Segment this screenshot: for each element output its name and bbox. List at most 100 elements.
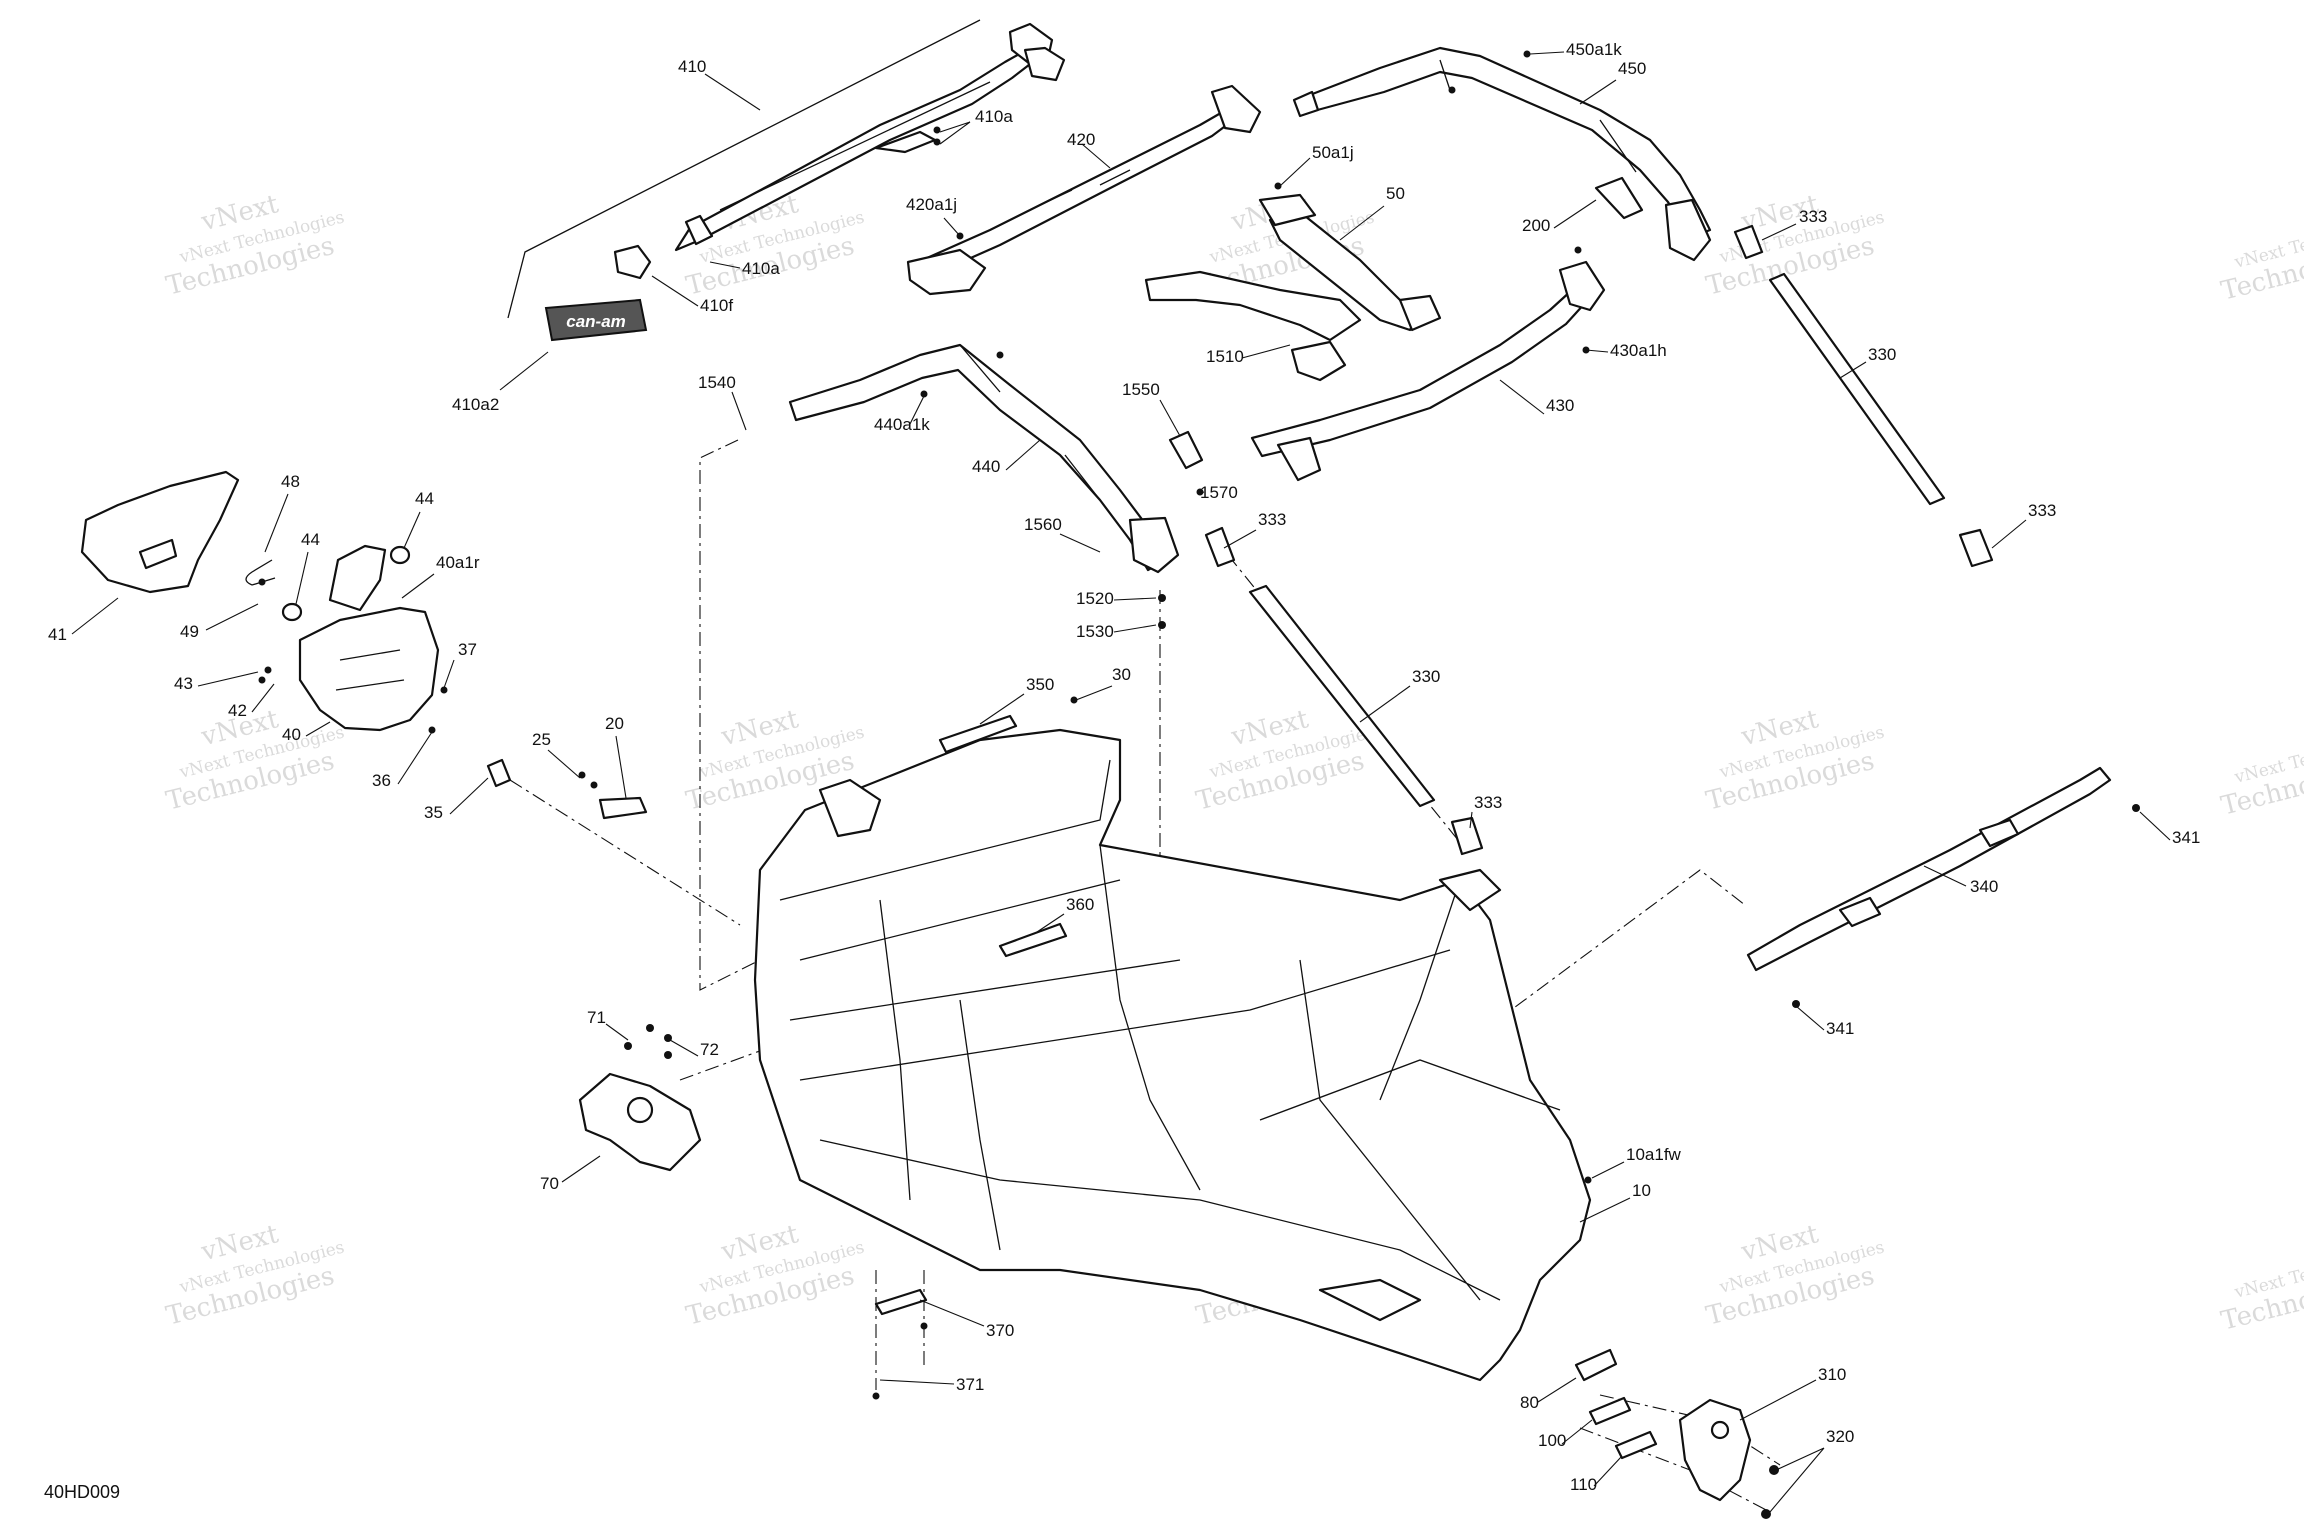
callout-72: 72 <box>700 1040 719 1059</box>
callout-341: 341 <box>1826 1019 1854 1038</box>
part-41-skid-plate <box>80 470 240 594</box>
callout-450a1k: 450a1k <box>1566 40 1622 59</box>
callout-320: 320 <box>1826 1427 1854 1446</box>
callout-1520: 1520 <box>1076 589 1114 608</box>
callout-410a: 410a <box>975 107 1013 126</box>
callout-430a1h: 430a1h <box>1610 341 1667 360</box>
fasteners <box>258 50 2140 1519</box>
callout-44: 44 <box>415 489 434 508</box>
callout-350: 350 <box>1026 675 1054 694</box>
callout-50: 50 <box>1386 184 1405 203</box>
axis-70 <box>679 1039 791 1081</box>
callout-110: 110 <box>1570 1475 1597 1494</box>
axis-1540 <box>699 439 761 991</box>
watermark: vNext Technologies Technologies <box>2218 1243 2304 1337</box>
callout-25: 25 <box>532 730 551 749</box>
callout-42: 42 <box>228 701 247 720</box>
callout-410a2: 410a2 <box>452 395 499 414</box>
callout-370: 370 <box>986 1321 1014 1340</box>
callout-330: 330 <box>1868 345 1896 364</box>
watermark: vNext Technologies Technologies <box>2218 213 2304 307</box>
callout-1550: 1550 <box>1122 380 1160 399</box>
watermark: vNext vNext Technologies Technologies <box>163 1219 346 1332</box>
callout-20: 20 <box>605 714 624 733</box>
callout-40a1r: 40a1r <box>436 553 480 572</box>
callout-440: 440 <box>972 457 1000 476</box>
part-70-rear-bracket <box>578 1072 702 1172</box>
part-360-strap <box>998 922 1068 958</box>
callout-50a1j: 50a1j <box>1312 143 1354 162</box>
callout-330: 330 <box>1412 667 1440 686</box>
callout-35: 35 <box>424 803 443 822</box>
leader-lines <box>71 51 2171 1513</box>
callout-410: 410 <box>678 57 706 76</box>
callout-48: 48 <box>281 472 300 491</box>
callout-100: 100 <box>1538 1431 1566 1450</box>
callout-1510: 1510 <box>1206 347 1244 366</box>
callout-371: 371 <box>956 1375 984 1394</box>
callout-333: 333 <box>1258 510 1286 529</box>
callout-450: 450 <box>1618 59 1646 78</box>
watermark: vNext vNext Technologies Technologies <box>163 189 346 302</box>
part-1550-pad <box>1168 430 1204 470</box>
part-440-front-roll-bar <box>788 343 1180 574</box>
part-420-cross-bar <box>906 84 1262 296</box>
callout-37: 37 <box>458 640 477 659</box>
callout-49: 49 <box>180 622 199 641</box>
callout-410a: 410a <box>742 259 780 278</box>
part-100-plate <box>1588 1396 1632 1426</box>
part-40-mount-bracket <box>298 544 440 732</box>
callout-1530: 1530 <box>1076 622 1114 641</box>
part-430-rear-cross-bar <box>1250 260 1606 482</box>
part-10-main-frame <box>753 728 1592 1382</box>
part-310-bracket <box>1678 1398 1752 1502</box>
watermark: vNext vNext Technologies Technologies <box>1703 189 1886 302</box>
part-200-pad <box>1594 176 1644 220</box>
callout-71: 71 <box>587 1008 606 1027</box>
part-50-seat-support <box>1144 193 1442 382</box>
part-333-clamp <box>1204 224 1764 856</box>
callout-333: 333 <box>2028 501 2056 520</box>
callout-333: 333 <box>1799 207 1827 226</box>
part-35-block <box>486 758 512 788</box>
part-350-strap <box>938 714 1018 754</box>
watermark: vNext vNext Technologies Technologies <box>1703 704 1886 817</box>
callout-341: 341 <box>2172 828 2200 847</box>
callout-36: 36 <box>372 771 391 790</box>
callout-310: 310 <box>1818 1365 1846 1384</box>
part-370-strap <box>874 1288 928 1316</box>
part-450-rear-roll-bar <box>1292 46 1712 262</box>
callout-80: 80 <box>1520 1393 1539 1412</box>
callout-41: 41 <box>48 625 67 644</box>
bracket-line-410 <box>507 19 981 319</box>
callout-333: 333 <box>1474 793 1502 812</box>
callout-440a1k: 440a1k <box>874 415 930 434</box>
can-am-logo-text: can-am <box>566 312 626 331</box>
axis-340 <box>1189 869 1746 1249</box>
callout-30: 30 <box>1112 665 1131 684</box>
part-80-plate <box>1574 1348 1618 1382</box>
callout-410f: 410f <box>700 296 733 315</box>
callout-1570: 1570 <box>1200 483 1238 502</box>
callout-40: 40 <box>282 725 301 744</box>
callout-43: 43 <box>174 674 193 693</box>
callout-420: 420 <box>1067 130 1095 149</box>
callout-1560: 1560 <box>1024 515 1062 534</box>
watermark: vNext Technologies Technologies <box>2218 728 2304 822</box>
callout-430: 430 <box>1546 396 1574 415</box>
part-20-pin <box>598 796 648 820</box>
callout-1540: 1540 <box>698 373 736 392</box>
part-44-bushing <box>281 545 411 622</box>
part-410-front-upper-bar <box>613 22 1066 280</box>
callout-44: 44 <box>301 530 320 549</box>
watermark: vNext vNext Technologies Technologies <box>1703 1219 1886 1332</box>
callout-10: 10 <box>1632 1181 1651 1200</box>
callout-70: 70 <box>540 1174 559 1193</box>
part-330-rear-tube <box>1768 272 1994 568</box>
callout-200: 200 <box>1522 216 1550 235</box>
watermark: vNext vNext Technologies Technologies <box>683 1219 866 1332</box>
part-330-front-tube <box>1248 584 1436 808</box>
callout-420a1j: 420a1j <box>906 195 957 214</box>
